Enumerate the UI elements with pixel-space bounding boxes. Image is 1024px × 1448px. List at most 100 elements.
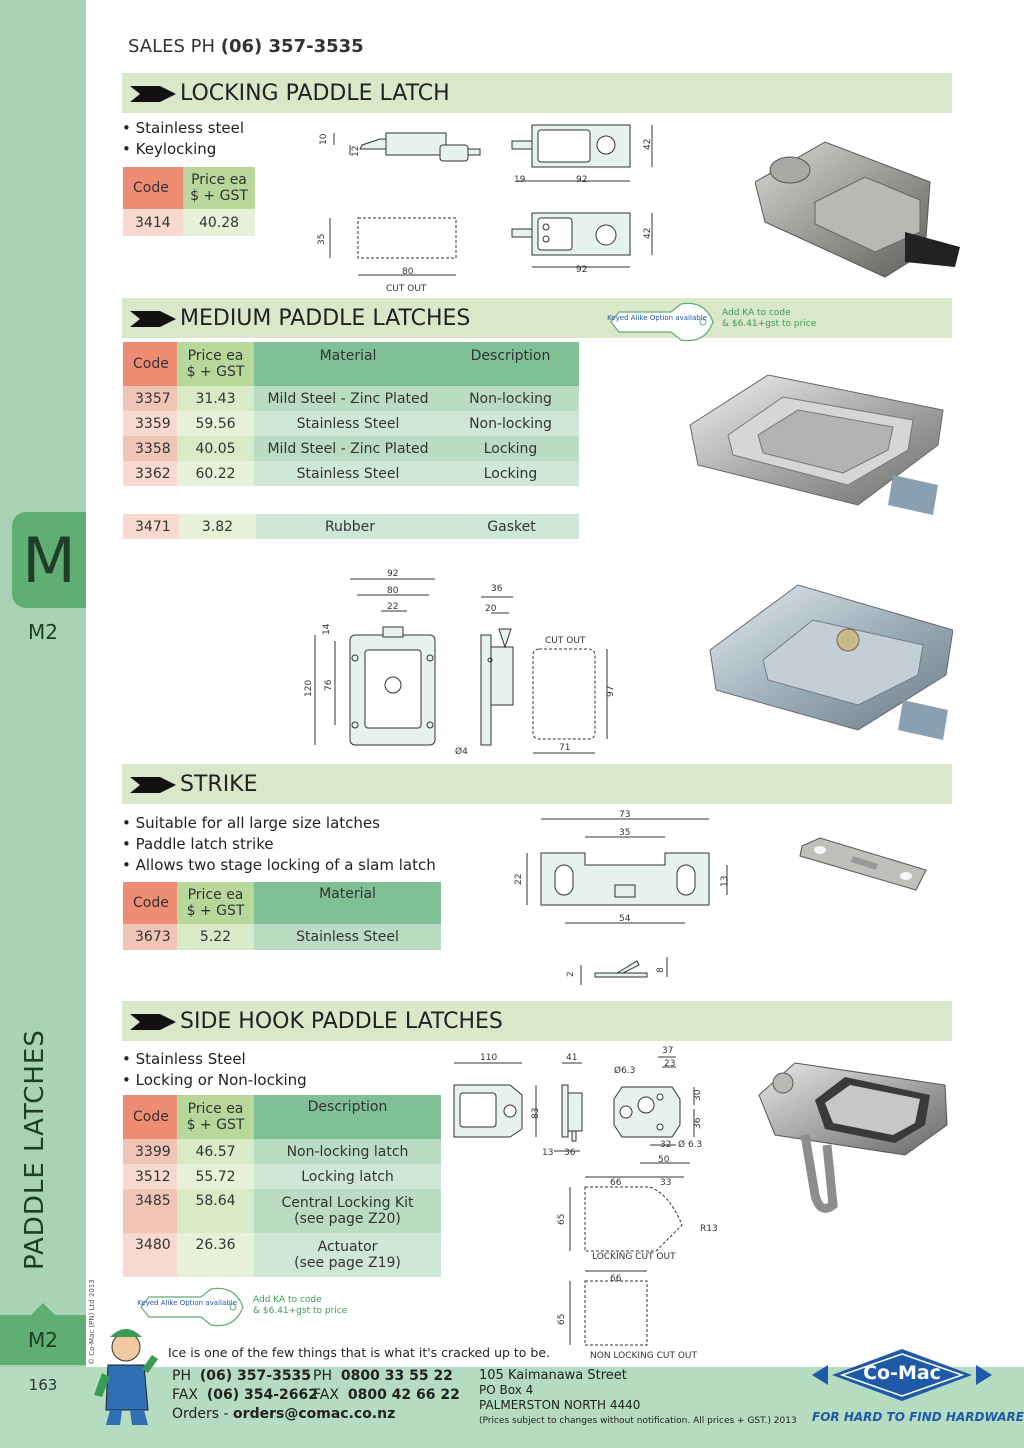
strike-photo — [799, 837, 927, 891]
dim-label: Ø 6.3 — [678, 1139, 702, 1150]
dim-label: 30 — [693, 1089, 703, 1101]
bottom-tab-arrow — [31, 1303, 55, 1315]
dim-label: 22 — [387, 602, 398, 612]
sidehook-drawings: 110 41 83 13 36 37 23 Ø6.3 30 36 32 Ø 6.… — [453, 1046, 718, 1361]
bullet-item: • Stainless steel — [122, 119, 245, 137]
dim-label: R13 — [700, 1224, 718, 1234]
sidehook-latch-photo — [758, 1062, 948, 1213]
mascot-icon — [94, 1329, 158, 1425]
medium-latch-photo-zinc — [709, 584, 953, 740]
dim-label: 42 — [643, 139, 653, 150]
section-tab-letter: M — [12, 512, 86, 608]
dim-label: 14 — [322, 623, 332, 635]
dim-label: 83 — [531, 1108, 541, 1119]
col-header-code: Code — [123, 167, 183, 209]
cell-code: 3414 — [123, 209, 183, 236]
footer-price-note: (Prices subject to changes without notif… — [479, 1416, 797, 1426]
dim-label: 120 — [304, 680, 314, 697]
section-header-locking: LOCKING PADDLE LATCH — [122, 73, 952, 113]
strike-drawings: 73 35 22 13 54 2 8 — [514, 810, 730, 985]
col-header-price: Price ea$ + GST — [183, 167, 255, 209]
key-icon: Keyed Alike Option available — [137, 1287, 244, 1327]
col-header-code: Code — [123, 882, 177, 924]
locking-bullets: • Stainless steel • Keylocking — [122, 118, 244, 160]
dim-label: 32 — [660, 1140, 671, 1150]
col-header-material: Material — [254, 342, 442, 386]
dim-label: 13 — [720, 876, 730, 887]
logo-text: Co-Mac — [863, 1362, 941, 1384]
col-header-price: Price ea$ + GST — [177, 1095, 254, 1139]
dim-label: 36 — [693, 1117, 703, 1129]
dim-label: 110 — [480, 1053, 497, 1063]
section-title: SIDE HOOK PADDLE LATCHES — [180, 1009, 503, 1034]
comac-logo — [812, 1349, 992, 1401]
dim-label: 22 — [514, 874, 524, 885]
col-header-material: Material — [254, 882, 441, 924]
dim-label: 23 — [664, 1059, 675, 1069]
footer-freephone: PH 0800 33 55 22 — [313, 1368, 453, 1384]
locking-latch-photo — [755, 141, 960, 278]
dim-label: 92 — [576, 265, 587, 275]
dim-label: 80 — [387, 586, 399, 596]
dim-label: 37 — [662, 1046, 673, 1056]
arrow-icon — [130, 86, 176, 102]
dim-label: 42 — [643, 228, 653, 239]
dim-label: 2 — [566, 971, 576, 977]
dim-label: LOCKING CUT OUT — [592, 1252, 676, 1262]
dim-label: 10 — [319, 133, 329, 145]
dim-label: 35 — [317, 234, 327, 245]
dim-label: 65 — [557, 1214, 567, 1225]
medium-latch-photo-stainless — [689, 374, 944, 515]
cell-price: 40.28 — [183, 209, 255, 236]
sidebar — [0, 0, 86, 1448]
dim-label: 80 — [402, 267, 414, 277]
section-title: STRIKE — [180, 772, 258, 797]
key-label: Keyed Alike Option available — [607, 314, 707, 322]
dim-label: 71 — [559, 743, 570, 753]
dim-label: CUT OUT — [545, 636, 586, 646]
medium-price-table: Code Price ea$ + GST Material Descriptio… — [123, 342, 579, 486]
dim-label: 66 — [610, 1274, 622, 1284]
footer-fax: FAX (06) 354-2662 — [172, 1387, 318, 1403]
sales-label: SALES PH — [128, 36, 216, 57]
dim-label: 13 — [542, 1148, 553, 1158]
col-header-description: Description — [442, 342, 579, 386]
col-header-code: Code — [123, 342, 177, 386]
vertical-category-title: PADDLE LATCHES — [20, 1029, 50, 1270]
sidehook-bullets: • Stainless Steel • Locking or Non-locki… — [122, 1049, 307, 1091]
key-label: Keyed Alike Option available — [137, 1299, 237, 1307]
dim-label: 54 — [619, 914, 631, 924]
locking-price-table: Code Price ea$ + GST 3414 40.28 — [123, 167, 255, 236]
bottom-tab-code: M2 — [0, 1315, 86, 1365]
arrow-icon — [130, 311, 176, 327]
bullet-item: • Stainless Steel — [122, 1050, 246, 1068]
dim-label: 65 — [557, 1314, 567, 1325]
locking-latch-drawings: 10 12 19 92 42 42 92 35 80 CUT OUT — [317, 124, 653, 294]
dim-label: 92 — [387, 569, 398, 579]
section-header-sidehook: SIDE HOOK PADDLE LATCHES — [122, 1001, 952, 1041]
dim-label: 36 — [564, 1148, 576, 1158]
col-header-price: Price ea$ + GST — [177, 882, 254, 924]
dim-label: 20 — [485, 604, 497, 614]
col-header-price: Price ea$ + GST — [177, 342, 254, 386]
dim-label: 36 — [491, 584, 503, 594]
bullet-item: • Keylocking — [122, 140, 217, 158]
col-header-description: Description — [254, 1095, 441, 1139]
bullet-item: • Suitable for all large size latches — [122, 814, 380, 832]
section-tab-code: M2 — [28, 620, 58, 644]
keyed-alike-note: Add KA to code& $6.41+gst to price — [253, 1295, 348, 1316]
logo-slogan: FOR HARD TO FIND HARDWARE — [812, 1410, 1024, 1424]
medium-latch-drawings: 92 80 22 14 120 76 Ø4 36 20 CUT OUT 97 7… — [304, 569, 616, 757]
footer-tagline: Ice is one of the few things that is wha… — [168, 1345, 551, 1360]
dim-label: 19 — [514, 175, 526, 185]
dim-label: Ø4 — [455, 746, 468, 757]
dim-label: 76 — [324, 679, 334, 691]
bullet-item: • Paddle latch strike — [122, 835, 274, 853]
